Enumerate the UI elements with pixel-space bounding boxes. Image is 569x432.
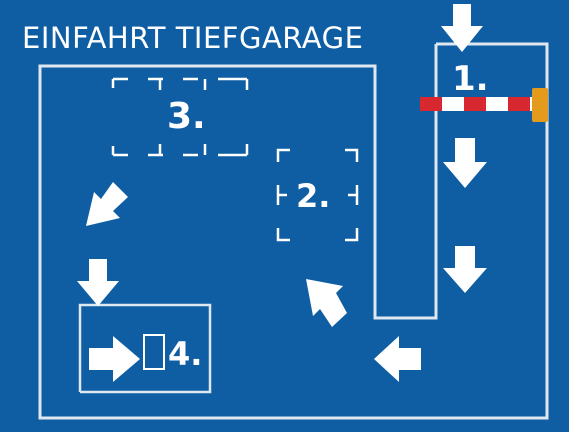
barrier-gate-icon	[420, 88, 548, 122]
parking-zone-3	[111, 77, 249, 157]
step-2-label: 2.	[296, 177, 331, 215]
arrow-down-icon	[443, 138, 487, 188]
arrow-left-icon	[374, 336, 421, 382]
arrow-up-left-icon	[306, 279, 347, 327]
step-4-label: 4.	[168, 335, 203, 373]
arrow-right-icon	[89, 336, 140, 382]
step-3-label: 3.	[167, 96, 206, 137]
arrow-down-left-icon	[86, 182, 128, 226]
parking-zone-2	[276, 148, 359, 242]
arrow-down-icon	[77, 259, 119, 306]
sign-title: EINFAHRT TIEFGARAGE	[22, 21, 364, 55]
ticket-machine-icon	[143, 334, 165, 370]
lane-outline	[38, 42, 549, 420]
arrow-down-icon	[441, 4, 483, 52]
step-1-label: 1.	[452, 59, 489, 99]
area-4-outline	[78, 303, 212, 394]
arrow-down-icon	[443, 246, 487, 293]
